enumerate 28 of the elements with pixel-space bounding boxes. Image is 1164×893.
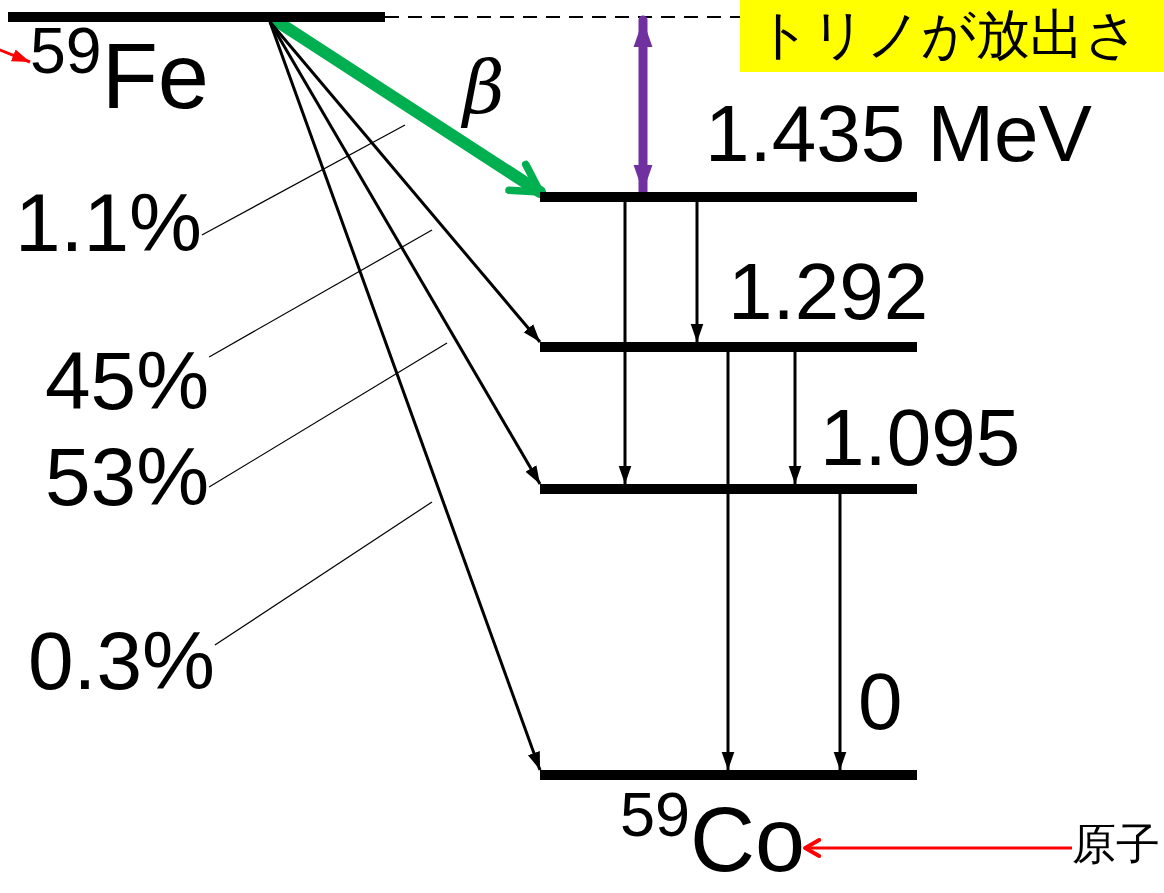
energy-level-bar xyxy=(540,342,917,352)
gamma-arrow xyxy=(833,494,847,770)
leader-line xyxy=(214,501,433,646)
dashed-line xyxy=(384,16,741,18)
beta-decay-arrow xyxy=(268,21,542,771)
energy-label: 1.435 MeV xyxy=(705,94,1092,174)
gamma-arrow xyxy=(690,202,704,342)
energy-level-bar xyxy=(540,484,917,494)
gamma-arrow xyxy=(721,352,735,770)
note-text: トリノが放出さ xyxy=(756,8,1139,62)
percentage-label: 1.1% xyxy=(15,182,202,264)
energy-level-bar xyxy=(8,12,385,22)
energy-label: 0 xyxy=(858,662,903,742)
energy-level-bar xyxy=(540,192,917,202)
gamma-arrow xyxy=(788,352,802,484)
highlighted-note xyxy=(740,0,1164,72)
energy-level-bar xyxy=(540,770,917,780)
pointer-arrow xyxy=(803,838,1072,858)
energy-label: 1.292 xyxy=(728,252,929,332)
leader-line xyxy=(201,124,406,236)
leader-line xyxy=(208,229,433,358)
percentage-label: 45% xyxy=(45,340,210,422)
leader-line xyxy=(208,342,448,488)
note-text: 原子 xyxy=(1072,822,1160,866)
percentage-label: 0.3% xyxy=(28,620,215,702)
energy-label: 1.095 xyxy=(820,398,1021,478)
gamma-arrow xyxy=(618,202,632,484)
percentage-label: 53% xyxy=(45,436,210,518)
